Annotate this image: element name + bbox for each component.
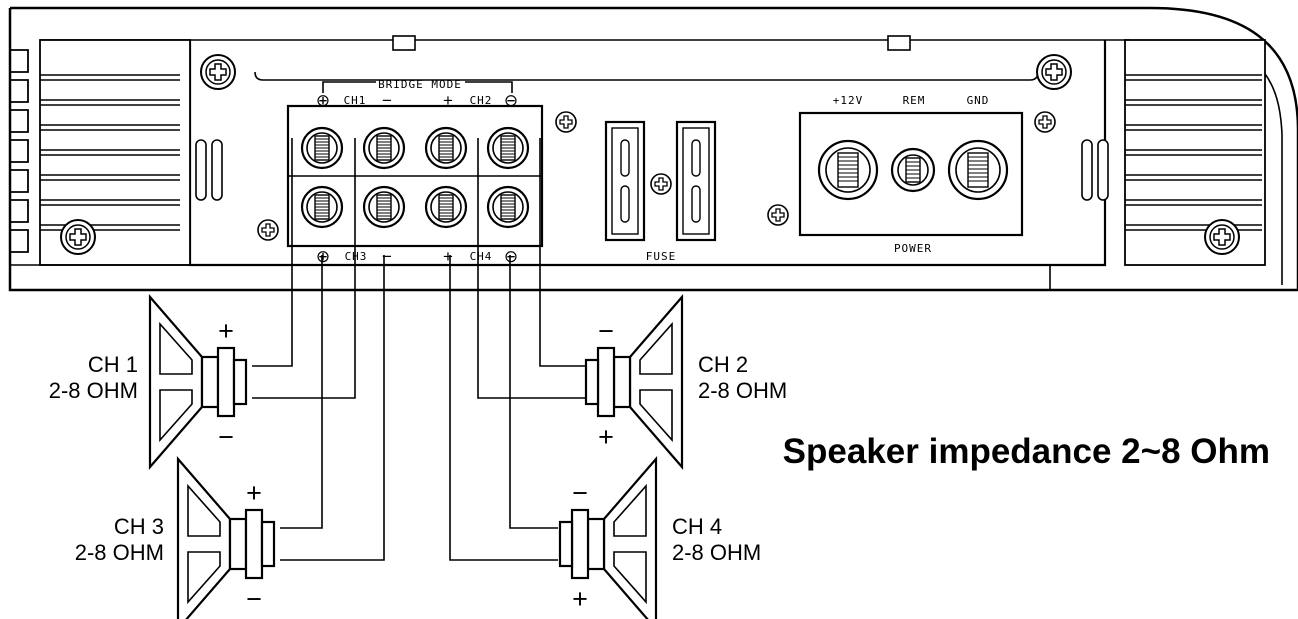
right-heatsink (1049, 39, 1266, 290)
terminal-label: CH3 (345, 250, 368, 263)
terminal-sign: + (443, 91, 453, 110)
speaker-terminal-screw-icon (300, 185, 344, 229)
speaker-ch1: + − CH 1 2-8 OHM (49, 295, 248, 469)
left-heatsink (10, 39, 223, 266)
impedance-caption: Speaker impedance 2~8 Ohm (783, 432, 1270, 471)
terminal-label: CH2 (470, 94, 493, 107)
speaker-terminal-screw-icon (424, 126, 468, 170)
wire-ch3-positive (280, 255, 323, 529)
wire-ch2-positive (477, 138, 585, 399)
mounting-bolt-icon (200, 54, 236, 90)
speaker-name: CH 1 (88, 352, 138, 377)
speaker-sign-top: − (598, 316, 614, 346)
power-screw-gnd-icon (947, 139, 1009, 201)
speaker-wires (252, 138, 585, 561)
speaker-sign-bottom: − (246, 584, 262, 614)
power-label: POWER (894, 242, 932, 255)
power-terminal-label: REM (903, 94, 926, 107)
screw-icon (650, 173, 672, 195)
speaker-terminal-screw-icon (300, 126, 344, 170)
power-terminal-label: +12V (833, 94, 864, 107)
power-terminal-block: +12V REM GND POWER (798, 94, 1024, 255)
wire-ch1-positive (252, 138, 293, 367)
terminal-label: CH1 (344, 94, 367, 107)
speaker-sign-bottom: + (572, 584, 588, 614)
speaker-name: CH 2 (698, 352, 748, 377)
speaker-terminal-screw-icon (362, 126, 406, 170)
wire-ch1-negative (252, 138, 356, 399)
terminal-sign: ⊖ (504, 247, 518, 266)
speaker-terminal-screw-icon (424, 185, 468, 229)
screw-icon (767, 204, 789, 226)
speaker-sign-top: − (572, 478, 588, 508)
speaker-name: CH 4 (672, 514, 722, 539)
power-terminal-label: GND (967, 94, 990, 107)
speaker-terminal-screw-icon (362, 185, 406, 229)
speaker-sign-top: + (246, 478, 262, 508)
speaker-impedance: 2-8 OHM (698, 378, 787, 403)
fuse-holder: FUSE (604, 120, 717, 263)
speaker-terminal-block: BRIDGE MODE ⊕ CH1 − + CH2 ⊖ ⊕ CH3 − + CH… (286, 78, 544, 266)
screw-icon (257, 219, 279, 241)
speaker-terminal-screw-icon (486, 126, 530, 170)
speaker-ch3: + − CH 3 2-8 OHM (75, 457, 276, 619)
mounting-bolt-icon (60, 219, 96, 255)
speaker-ch4: − + CH 4 2-8 OHM (558, 457, 761, 619)
speaker-sign-bottom: − (218, 422, 234, 452)
terminal-sign: ⊕ (316, 91, 330, 110)
mounting-bolt-icon (1036, 54, 1072, 90)
wire-ch3-negative (280, 255, 385, 561)
wire-ch4-positive (449, 255, 558, 561)
speaker-sign-top: + (218, 316, 234, 346)
power-screw-12v-icon (817, 139, 879, 201)
terminal-sign: − (382, 91, 392, 110)
speaker-name: CH 3 (114, 514, 164, 539)
terminal-sign: + (443, 247, 453, 266)
terminal-sign: − (382, 247, 392, 266)
speaker-impedance: 2-8 OHM (672, 540, 761, 565)
speaker-ch2: − + CH 2 2-8 OHM (584, 295, 787, 469)
speaker-sign-bottom: + (598, 422, 614, 452)
amplifier-body (8, 6, 1298, 292)
mounting-bolt-icon (1204, 219, 1240, 255)
screw-icon (1034, 111, 1056, 133)
power-screw-rem-icon (890, 147, 936, 193)
wire-ch4-negative (509, 255, 558, 529)
speaker-impedance: 2-8 OHM (49, 378, 138, 403)
wire-ch2-negative (539, 138, 585, 367)
speaker-impedance: 2-8 OHM (75, 540, 164, 565)
bridge-mode-label: BRIDGE MODE (378, 78, 462, 91)
terminal-label: CH4 (470, 250, 493, 263)
speaker-terminal-screw-icon (486, 185, 530, 229)
fuse-label: FUSE (646, 250, 677, 263)
screw-icon (555, 111, 577, 133)
terminal-sign: ⊖ (504, 91, 518, 110)
terminal-sign: ⊕ (316, 247, 330, 266)
